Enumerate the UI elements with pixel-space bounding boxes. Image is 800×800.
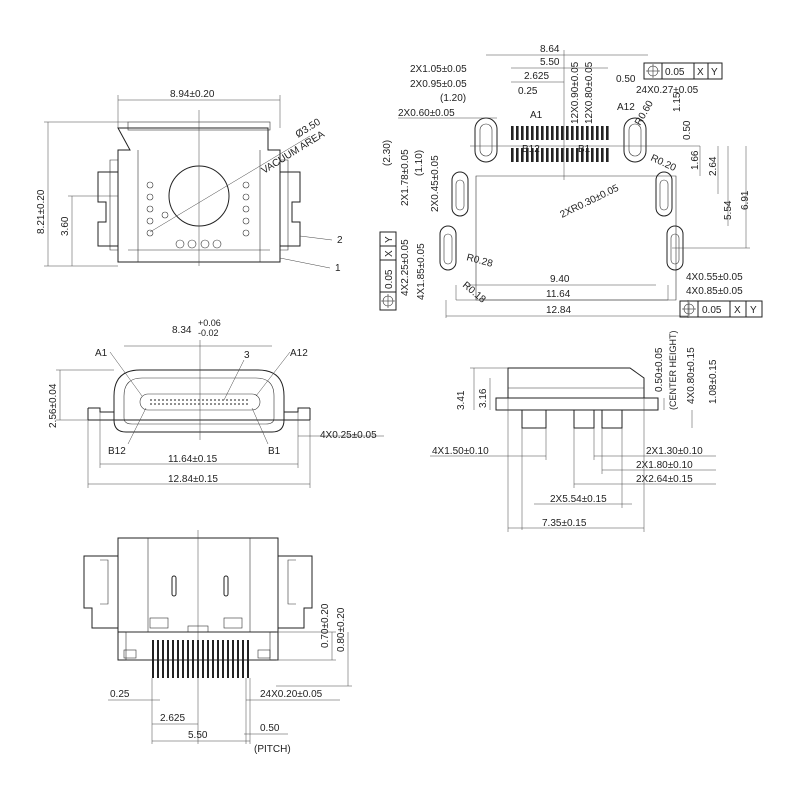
front-width: 8.34 [172, 325, 192, 336]
pad-row-b [511, 148, 609, 162]
dim-r020: R0.20 [649, 153, 678, 174]
pcb-layout-view: 8.64 5.50 2.625 0.25 0.50 2X1.05±0.05 2X… [379, 44, 763, 318]
dim-110: (1.10) [414, 150, 425, 176]
front-height: 2.56±0.04 [48, 383, 59, 428]
tol-y-top: Y [711, 67, 718, 78]
front-tol-plus: +0.06 [198, 318, 221, 328]
bottom-pins [152, 640, 249, 678]
side-735: 7.35±0.15 [542, 518, 587, 529]
top-height-label: 8.21±0.20 [36, 189, 47, 234]
side-center-height: (CENTER HEIGHT) [668, 331, 678, 411]
tol-x-left: X [384, 250, 395, 257]
dim-2x105: 2X1.05±0.05 [410, 64, 467, 75]
dim-r028: R0.28 [465, 252, 494, 270]
bottom-24x020: 24X0.20±0.05 [260, 689, 323, 700]
dim-025: 0.25 [518, 86, 538, 97]
tolerance-frame-left: Y X 0.05 [379, 231, 397, 311]
dim-24x027: 24X0.27±0.05 [636, 85, 699, 96]
dim-264: 2.64 [708, 156, 719, 176]
front-1284: 12.84±0.15 [168, 474, 218, 485]
front-a12: A12 [290, 348, 308, 359]
bottom-070: 0.70±0.20 [320, 603, 331, 648]
label-b1: B1 [578, 144, 591, 155]
side-4x150: 4X1.50±0.10 [432, 446, 489, 457]
dim-115: 1.15 [672, 92, 683, 112]
bottom-050: 0.50 [260, 723, 280, 734]
side-view: 3.41 3.16 0.50±0.05 (CENTER HEIGHT) 4X0.… [430, 331, 719, 532]
dim-050: 0.50 [616, 74, 636, 85]
callout-2: 2 [337, 235, 343, 246]
tol-x-top: X [697, 67, 704, 78]
side-2x130: 2X1.30±0.10 [646, 446, 703, 457]
dim-550: 5.50 [540, 57, 560, 68]
dim-r060: R0.60 [633, 99, 656, 128]
dim-12x090: 12X0.90±0.05 [570, 61, 581, 124]
label-a1: A1 [530, 110, 543, 121]
dim-2x095: 2X0.95±0.05 [410, 79, 467, 90]
dim-4x185: 4X1.85±0.05 [416, 243, 427, 300]
side-050: 0.50±0.05 [654, 347, 665, 392]
dim-050b: 0.50 [682, 120, 693, 140]
dim-2x178: 2X1.78±0.05 [400, 149, 411, 206]
dim-4x225: 4X2.25±0.05 [400, 239, 411, 296]
vacuum-area-label: VACUUM AREA [260, 129, 327, 177]
tol-value-left: 0.05 [384, 269, 395, 289]
tol-y-left: Y [384, 236, 395, 243]
front-tol-minus: -0.02 [198, 328, 219, 338]
front-b1: B1 [268, 446, 281, 457]
tolerance-frame-bottom: 0.05 X Y [679, 300, 763, 318]
bottom-view: 0.70±0.20 0.80±0.20 0.25 24X0.20±0.05 2.… [83, 530, 352, 755]
label-a12: A12 [617, 102, 635, 113]
front-view: 8.34 +0.06 -0.02 A1 A12 3 B12 B1 2.56±0.… [48, 318, 384, 488]
side-2x180: 2X1.80±0.10 [636, 460, 693, 471]
label-b12: B12 [522, 144, 540, 155]
dim-2x045: 2X0.45±0.05 [430, 155, 441, 212]
side-2x554: 2X5.54±0.15 [550, 494, 607, 505]
front-a1: A1 [95, 348, 108, 359]
dim-554: 5.54 [723, 200, 734, 220]
tol-y-bottom: Y [750, 305, 757, 316]
top-view: 8.94±0.20 8.21±0.20 3.60 Ø3.50 VACUUM AR… [36, 89, 343, 274]
dim-2625: 2.625 [524, 71, 549, 82]
dim-120: (1.20) [440, 93, 466, 104]
dim-166: 1.66 [690, 150, 701, 170]
bottom-550: 5.50 [188, 730, 208, 741]
dim-1164: 11.64 [546, 289, 571, 300]
bottom-080: 0.80±0.20 [336, 607, 347, 652]
tol-x-bottom: X [734, 305, 741, 316]
top-width-label: 8.94±0.20 [170, 89, 215, 100]
side-341: 3.41 [456, 390, 467, 410]
callout-1: 1 [335, 263, 341, 274]
bottom-pitch: (PITCH) [254, 744, 291, 755]
dim-4x085: 4X0.85±0.05 [686, 286, 743, 297]
front-callout-3: 3 [244, 350, 250, 361]
dim-4x055: 4X0.55±0.05 [686, 272, 743, 283]
front-1164: 11.64±0.15 [168, 454, 218, 465]
dim-691: 6.91 [740, 190, 751, 210]
dim-940: 9.40 [550, 274, 570, 285]
dim-1284: 12.84 [546, 305, 571, 316]
tol-value-bottom: 0.05 [702, 305, 722, 316]
dim-r018: R0.18 [460, 280, 488, 306]
bottom-2625: 2.625 [160, 713, 185, 724]
dim-230: (2.30) [382, 140, 393, 166]
dim-2x060: 2X0.60±0.05 [398, 108, 455, 119]
front-4x025: 4X0.25±0.05 [320, 430, 377, 441]
tol-value-top: 0.05 [665, 67, 685, 78]
tolerance-frame-top: 0.05 X Y [643, 62, 723, 80]
side-108: 1.08±0.15 [708, 359, 719, 404]
side-2x264: 2X2.64±0.15 [636, 474, 693, 485]
side-4x080: 4X0.80±0.15 [686, 347, 697, 404]
bottom-025: 0.25 [110, 689, 130, 700]
top-360-label: 3.60 [60, 216, 71, 236]
pad-row-a [511, 126, 609, 140]
dim-864: 8.64 [540, 44, 560, 55]
dim-2xr030: 2XR0.30±0.05 [558, 183, 621, 221]
front-b12: B12 [108, 446, 126, 457]
side-316: 3.16 [478, 388, 489, 408]
dim-12x080: 12X0.80±0.05 [584, 61, 595, 124]
